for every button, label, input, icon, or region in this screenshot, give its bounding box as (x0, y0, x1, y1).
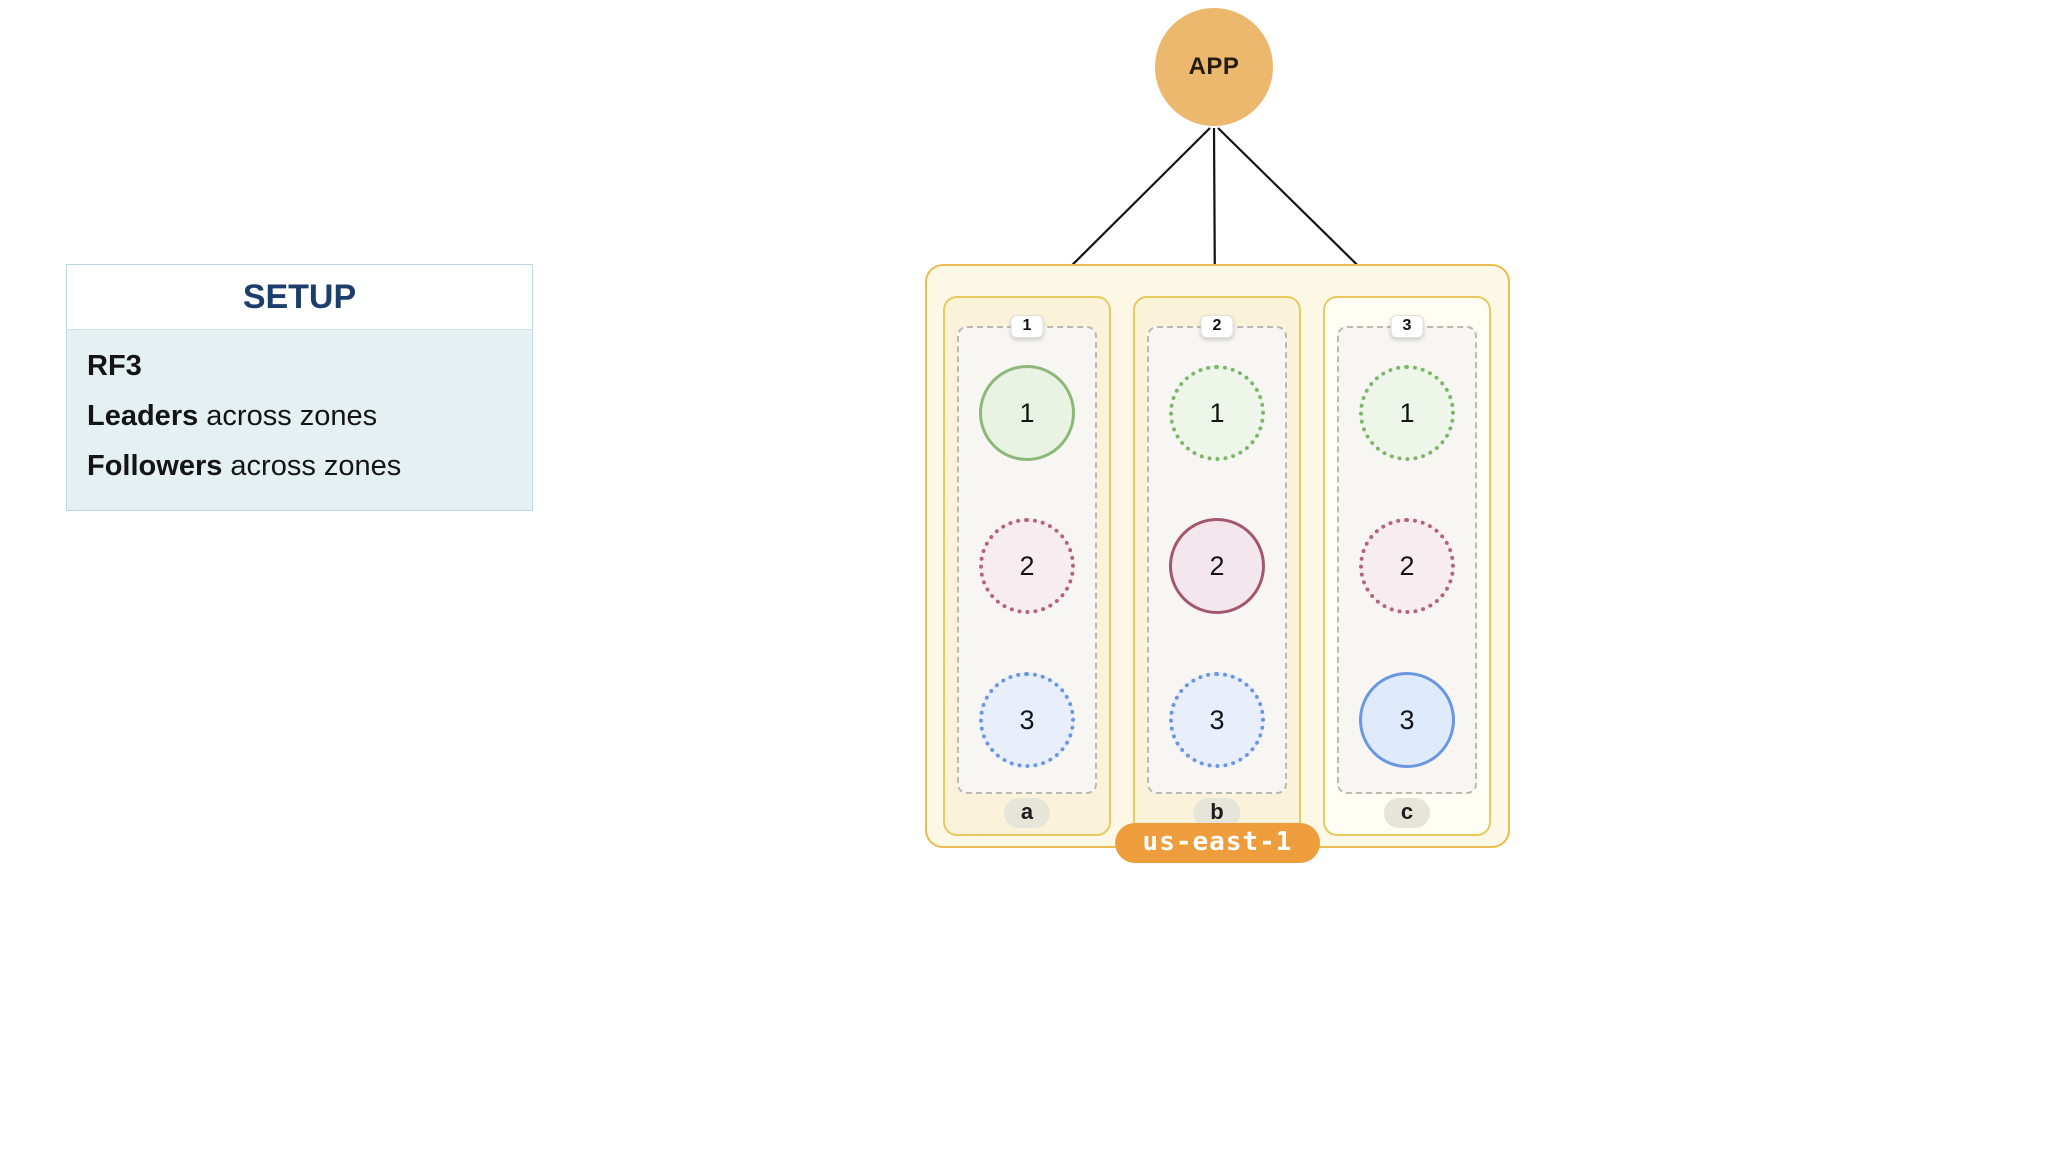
setup-panel-title: SETUP (67, 265, 532, 329)
zone-a-partition-3-follower: 3 (979, 672, 1075, 768)
setup-line-followers-rest: across zones (222, 449, 402, 482)
app-node: APP (1155, 8, 1273, 126)
setup-line-rf: RF3 (87, 342, 512, 392)
zone-b-partition-1-follower: 1 (1169, 365, 1265, 461)
zone-c-partition-badge: 3 (1390, 315, 1424, 338)
setup-line-leaders: Leaders across zones (87, 392, 512, 442)
zone-b-partition-3-follower: 3 (1169, 672, 1265, 768)
setup-line-followers: Followers across zones (87, 442, 512, 492)
zone-a: 1 1 2 3 a (943, 296, 1111, 836)
zone-c-partition-2-follower: 2 (1359, 518, 1455, 614)
zone-a-partition-1-leader: 1 (979, 365, 1075, 461)
zone-c-partition-1-follower: 1 (1359, 365, 1455, 461)
zone-a-partition-2-follower: 2 (979, 518, 1075, 614)
setup-line-leaders-rest: across zones (198, 399, 378, 432)
setup-panel-body: RF3 Leaders across zones Followers acros… (67, 329, 532, 510)
zone-b: 2 1 2 3 b (1133, 296, 1301, 836)
zone-b-rack: 2 1 2 3 (1147, 315, 1287, 794)
zone-a-rack: 1 1 2 3 (957, 315, 1097, 794)
setup-line-followers-bold: Followers (87, 449, 223, 482)
zone-b-partition-badge: 2 (1200, 315, 1234, 338)
setup-panel: SETUP RF3 Leaders across zones Followers… (66, 264, 533, 511)
zone-c-label: c (1383, 798, 1431, 828)
setup-line-leaders-bold: Leaders (87, 399, 199, 432)
zone-c-rack: 3 1 2 3 (1337, 315, 1477, 794)
zone-b-partition-2-leader: 2 (1169, 518, 1265, 614)
region-label: us-east-1 (1114, 823, 1321, 863)
region-box: 1 1 2 3 a 2 1 2 3 b 3 1 2 3 c us-east-1 (925, 264, 1510, 863)
setup-line-rf-bold: RF3 (87, 350, 142, 382)
zone-c: 3 1 2 3 c (1323, 296, 1491, 836)
app-node-label: APP (1188, 53, 1240, 80)
zone-a-partition-badge: 1 (1010, 315, 1044, 338)
zone-c-partition-3-leader: 3 (1359, 672, 1455, 768)
zone-a-label: a (1003, 798, 1051, 828)
